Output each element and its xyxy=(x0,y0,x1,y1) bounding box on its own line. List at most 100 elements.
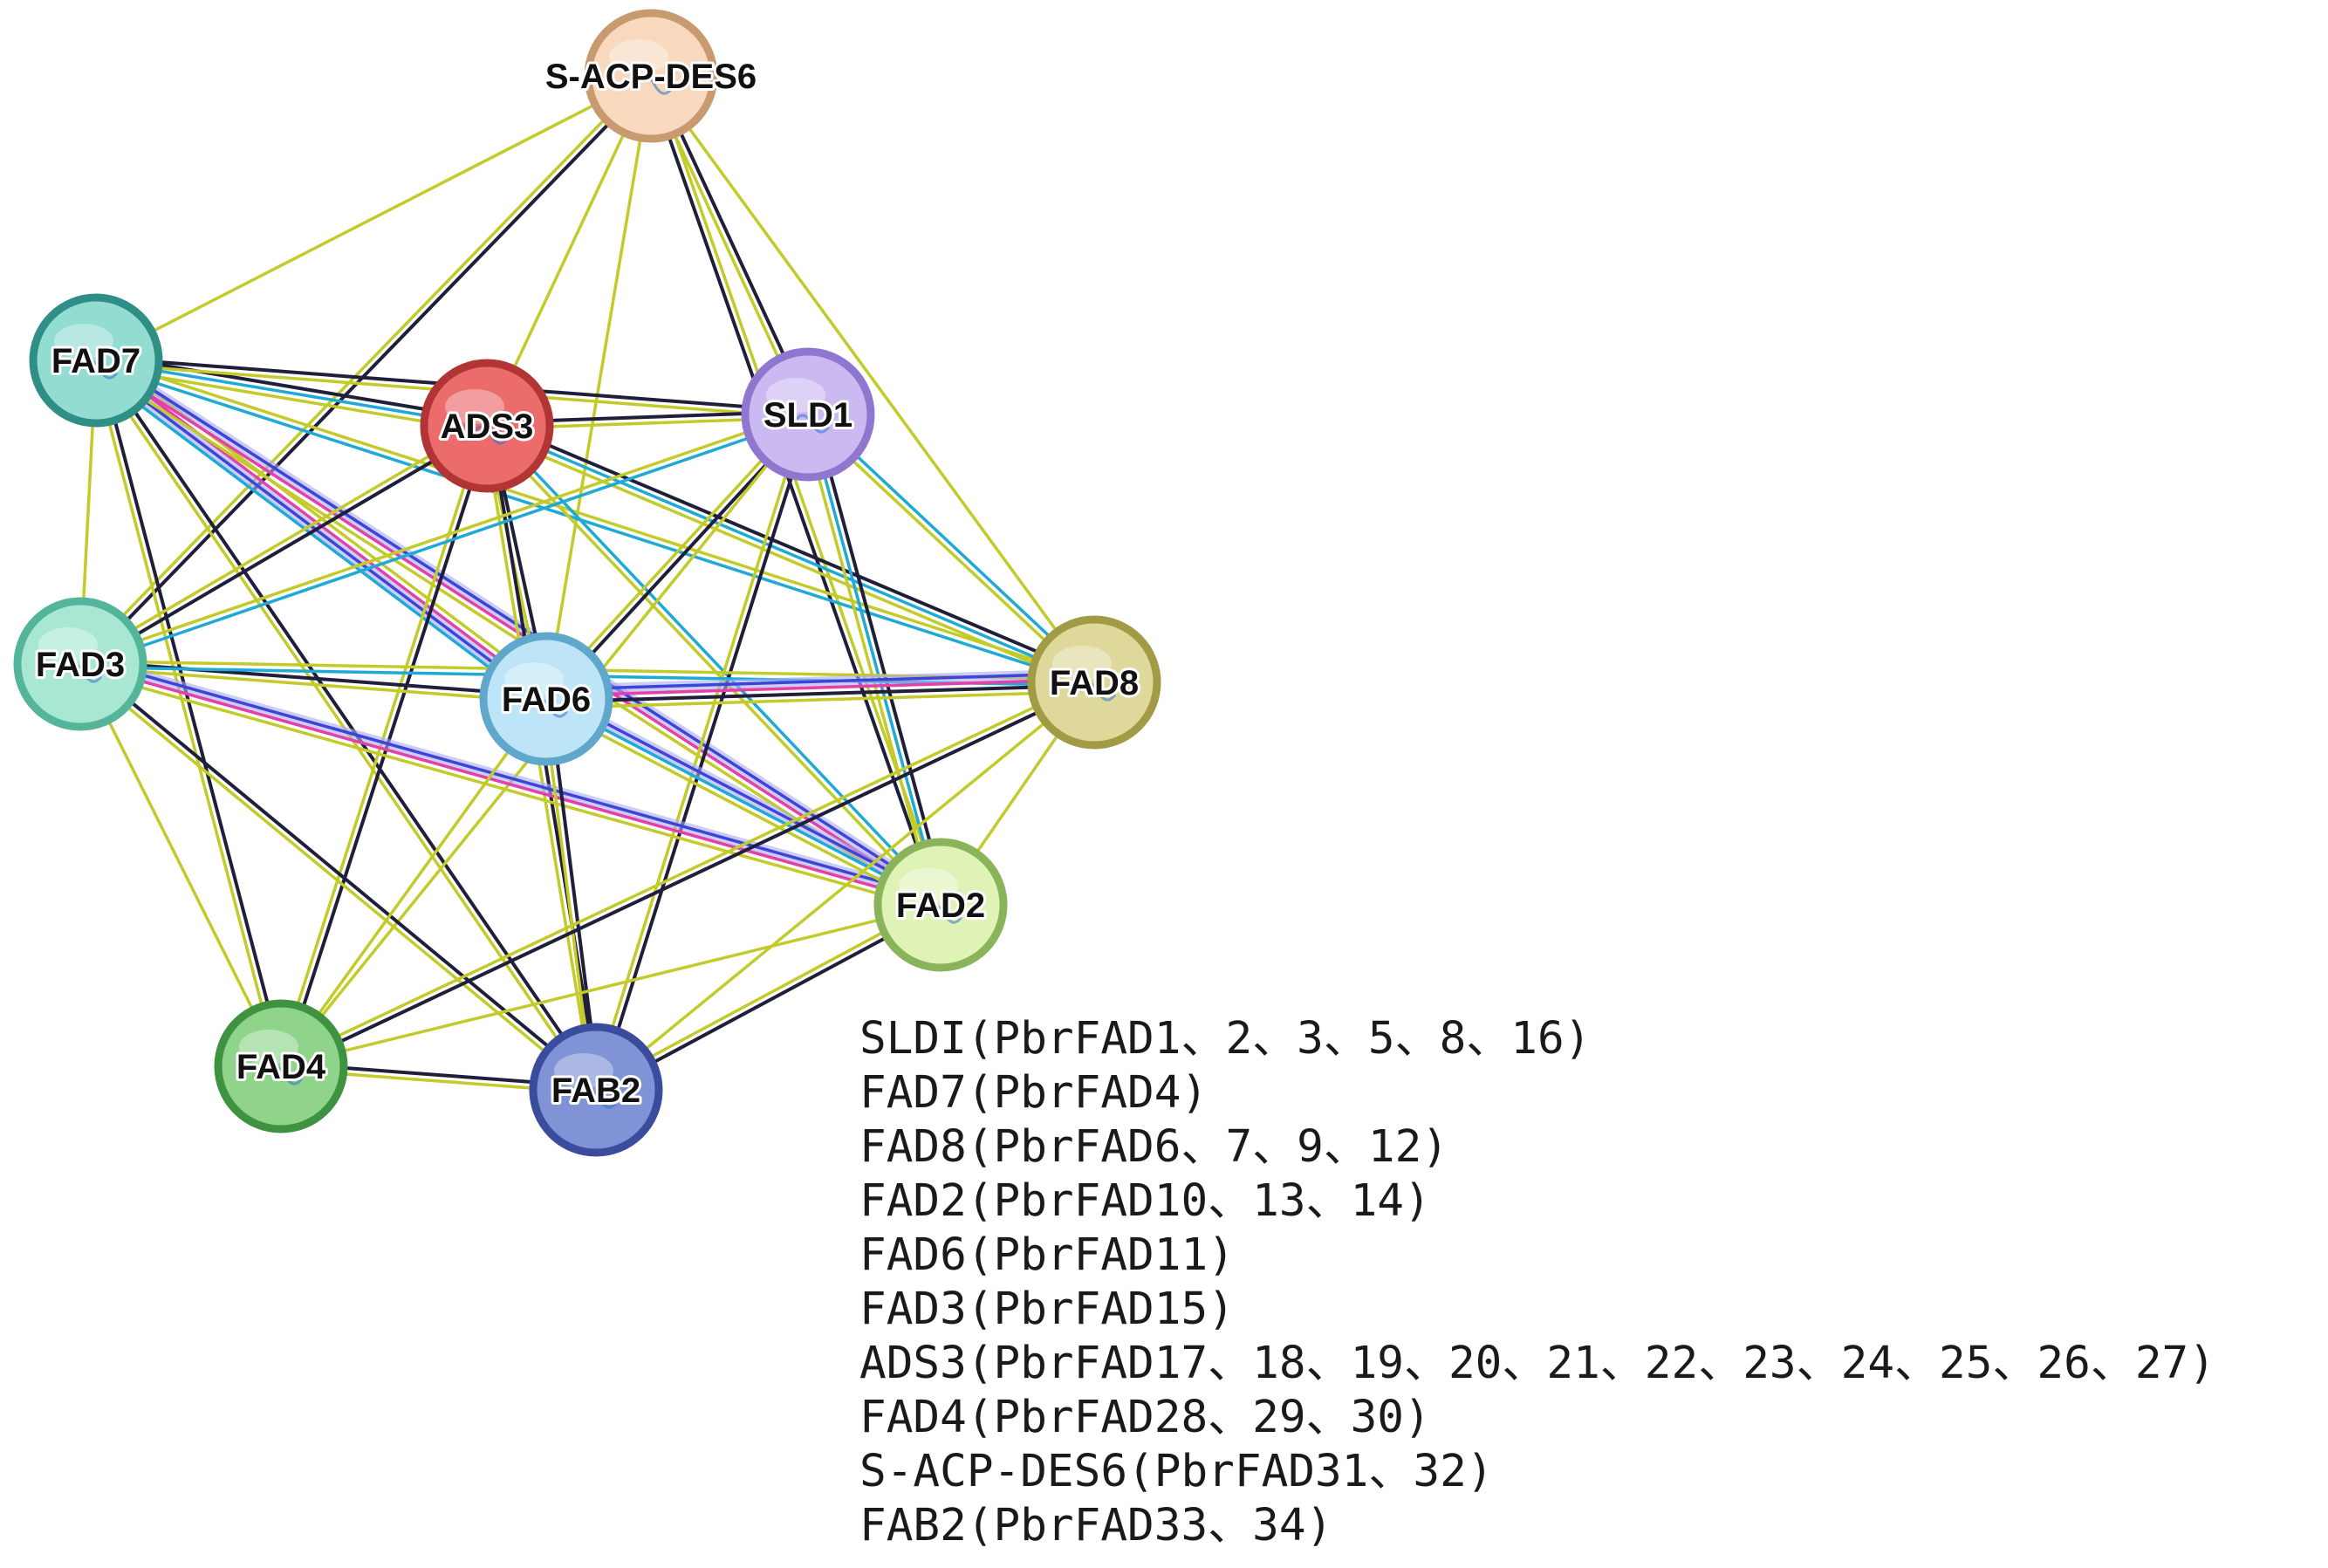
edge-fad8-fab2 xyxy=(594,681,1096,1092)
edge-coexpression xyxy=(79,659,549,698)
legend-entry-fad4: FAD4(PbrFAD28、29、30) xyxy=(859,1392,1431,1443)
legend-entry-fad7: FAD7(PbrFAD4) xyxy=(859,1067,1209,1119)
node-label: FAD8 xyxy=(1050,664,1139,702)
edge-database xyxy=(544,697,942,907)
edge-coexpression xyxy=(280,683,1098,1072)
node-label: ADS3 xyxy=(441,407,534,446)
edge-ads3-fad2 xyxy=(483,421,945,909)
node-circle xyxy=(1027,615,1161,750)
edge-ads3-fad3 xyxy=(77,421,490,669)
edge-fad3-fad2 xyxy=(77,653,948,913)
edge-experiment xyxy=(544,677,1096,698)
interaction-edges xyxy=(76,72,1099,1095)
edge-fad8-fad4 xyxy=(277,678,1098,1072)
node-sacp[interactable]: S-ACP-DES6 xyxy=(543,9,759,143)
node-ads3[interactable]: ADS3 xyxy=(420,359,554,493)
edge-textmining xyxy=(483,429,1094,690)
edge-textmining xyxy=(279,697,548,1068)
node-label: FAD7 xyxy=(51,342,140,380)
protein-structure-icon xyxy=(65,663,103,683)
legend-entry-fab2: FAB2(PbrFAD33、34) xyxy=(859,1500,1333,1551)
node-circle xyxy=(741,347,875,482)
edge-database xyxy=(487,421,945,905)
node-highlight xyxy=(239,1030,298,1065)
node-label: FAB2 xyxy=(551,1072,640,1110)
edge-database xyxy=(79,415,811,669)
node-fab2[interactable]: FAB2 xyxy=(529,1023,663,1157)
legend-entry-fad6: FAD6(PbrFAD11) xyxy=(859,1229,1235,1281)
node-highlight xyxy=(899,868,958,903)
edge-textmining xyxy=(544,689,1097,710)
edge-sld1-fab2 xyxy=(591,412,813,1093)
edge-textmining xyxy=(95,355,1097,681)
edge-coexpression xyxy=(79,427,490,669)
protein-structure-icon xyxy=(925,904,963,924)
edge-textmining xyxy=(594,681,1096,1092)
node-circle xyxy=(420,359,554,493)
node-highlight xyxy=(609,39,668,74)
node-highlight xyxy=(554,1053,613,1088)
edge-sacp-fad8 xyxy=(649,74,1096,684)
node-fad8[interactable]: FAD8 xyxy=(1027,615,1161,750)
edge-textmining xyxy=(649,74,1096,684)
protein-structure-icon xyxy=(471,425,510,445)
node-circle xyxy=(584,9,718,143)
node-highlight xyxy=(1052,646,1112,681)
edge-homology xyxy=(92,361,546,703)
edge-textmining xyxy=(277,678,1095,1065)
node-fad7[interactable]: FAD7 xyxy=(29,293,163,428)
node-circle xyxy=(479,632,613,766)
edge-textmining xyxy=(483,426,941,909)
node-sld1[interactable]: SLD1 xyxy=(741,347,875,482)
node-fad3[interactable]: FAD3 xyxy=(13,597,147,731)
legend-entry-s-acp-des6: S-ACP-DES6(PbrFAD31、32) xyxy=(859,1446,1494,1497)
edge-textmining xyxy=(79,662,283,1068)
node-fad2[interactable]: FAD2 xyxy=(873,838,1008,972)
node-highlight xyxy=(54,324,113,359)
node-label: S-ACP-DES6 xyxy=(545,58,757,96)
node-highlight xyxy=(445,389,504,424)
edge-homology xyxy=(544,671,1096,692)
edge-coexpression xyxy=(646,75,940,908)
node-circle xyxy=(13,597,147,731)
edge-homology xyxy=(80,656,944,901)
legend-entry-fad8: FAD8(PbrFAD6、7、9、12) xyxy=(859,1121,1448,1173)
edge-fad6-fad4 xyxy=(279,697,548,1068)
edge-database xyxy=(88,366,543,709)
protein-structure-icon xyxy=(580,1089,619,1109)
edge-database xyxy=(93,361,1095,688)
edge-sld1-fad3 xyxy=(78,409,811,669)
node-label: SLD1 xyxy=(763,396,852,435)
edge-fad7-fad4 xyxy=(91,358,286,1069)
edge-textmining xyxy=(542,702,940,912)
legend-entry-fad3: FAD3(PbrFAD15) xyxy=(859,1284,1235,1335)
node-fad4[interactable]: FAD4 xyxy=(214,999,348,1133)
node-circle xyxy=(214,999,348,1133)
node-highlight xyxy=(766,378,825,413)
protein-structure-icon xyxy=(635,75,674,95)
edge-fad6-fad8 xyxy=(541,668,1099,710)
edge-ads3-fad8 xyxy=(483,418,1099,690)
edge-textmining xyxy=(78,665,548,704)
edge-textmining xyxy=(77,668,941,913)
edge-database xyxy=(806,413,942,907)
protein-structure-icon xyxy=(1078,681,1117,702)
edge-coexpression xyxy=(80,76,655,668)
edge-textmining xyxy=(77,664,596,1094)
edge-sacp-fad6 xyxy=(544,74,653,701)
edge-fad3-fad4 xyxy=(79,662,283,1068)
node-label: FAD2 xyxy=(896,887,985,925)
edge-fad3-fab2 xyxy=(77,660,600,1094)
legend-entry-sld1: SLDI(PbrFAD1、2、3、5、8、16) xyxy=(859,1013,1592,1065)
node-label: FAD3 xyxy=(36,646,125,684)
protein-structure-icon xyxy=(792,414,831,434)
node-circle xyxy=(529,1023,663,1157)
node-circle xyxy=(873,838,1008,972)
protein-structure-icon xyxy=(265,1065,304,1085)
node-fad6[interactable]: FAD6 xyxy=(479,632,613,766)
edge-textmining xyxy=(544,74,653,701)
node-mapping-legend: SLDI(PbrFAD1、2、3、5、8、16) FAD7(PbrFAD4) F… xyxy=(859,1012,2215,1553)
node-highlight xyxy=(504,662,564,697)
node-label: FAD6 xyxy=(502,681,591,719)
